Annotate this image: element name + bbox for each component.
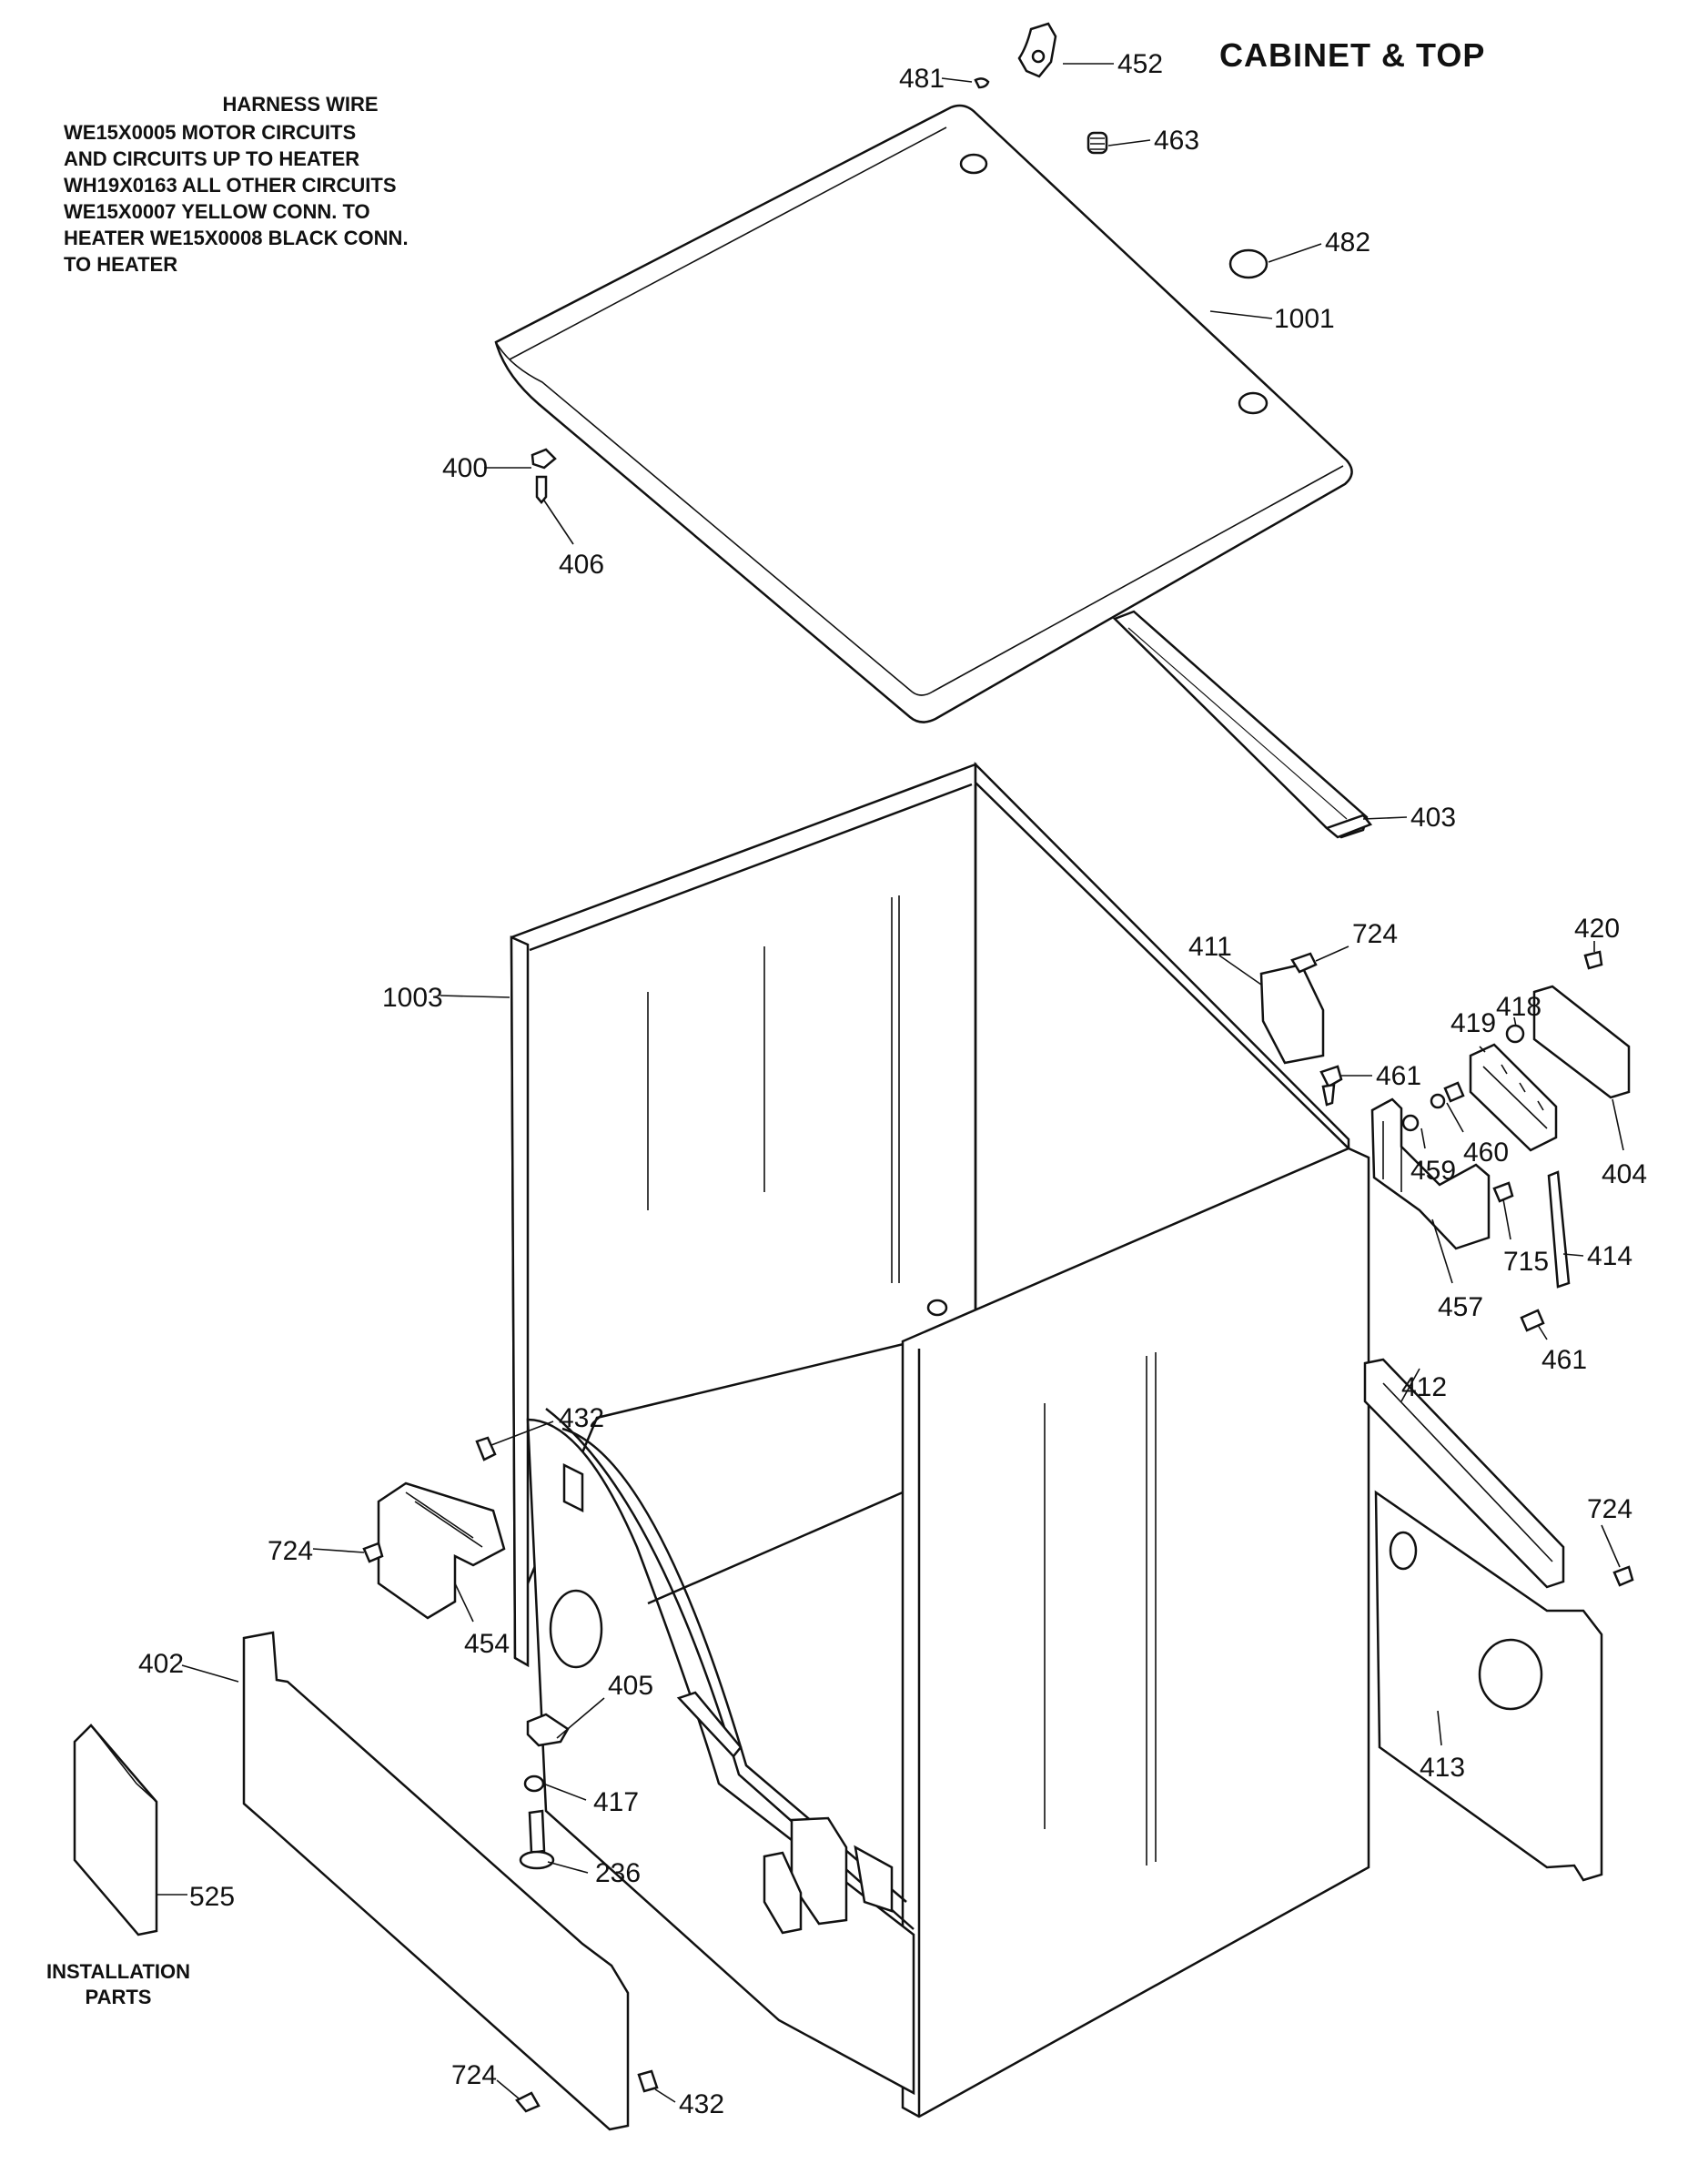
cabinet-top-panel xyxy=(494,104,1353,723)
part-label: 482 xyxy=(1325,228,1370,258)
part-label: 724 xyxy=(1587,1494,1632,1524)
part-label: 724 xyxy=(451,2060,497,2090)
top-hardware xyxy=(974,22,1108,155)
part-label: 403 xyxy=(1410,803,1456,833)
clip-and-screw xyxy=(531,448,557,504)
lower-left-parts xyxy=(73,1436,659,2131)
part-label: 404 xyxy=(1602,1159,1647,1189)
part-label: 419 xyxy=(1450,1008,1496,1038)
part-label: 417 xyxy=(593,1787,639,1817)
installation-line: PARTS xyxy=(85,1986,152,2008)
part-label: 412 xyxy=(1401,1372,1447,1402)
part-label: 236 xyxy=(595,1858,641,1888)
part-label: 460 xyxy=(1463,1138,1509,1168)
part-label: 459 xyxy=(1410,1156,1456,1186)
part-label: 461 xyxy=(1541,1345,1587,1375)
part-label: 525 xyxy=(189,1882,235,1912)
harness-wire-note: HARNESS WIRE WE15X0005 MOTOR CIRCUITS AN… xyxy=(64,91,537,278)
part-label: 454 xyxy=(464,1629,510,1659)
harness-heading: HARNESS WIRE xyxy=(222,93,379,116)
part-label: 411 xyxy=(1188,932,1232,962)
part-number-labels: 481 452 463 482 1001 400 406 403 1003 41… xyxy=(138,49,1647,2119)
harness-strap xyxy=(1112,610,1373,839)
part-label: 406 xyxy=(559,550,604,580)
harness-line: AND CIRCUITS UP TO HEATER xyxy=(64,147,360,170)
harness-line: HEATER WE15X0008 BLACK CONN. xyxy=(64,227,409,249)
part-label: 414 xyxy=(1587,1241,1632,1271)
main-cabinet xyxy=(510,761,1370,2118)
part-label: 402 xyxy=(138,1649,184,1679)
harness-line: WE15X0007 YELLOW CONN. TO xyxy=(64,200,370,223)
part-label: 452 xyxy=(1117,49,1163,79)
part-label: 432 xyxy=(679,2089,724,2119)
part-label: 400 xyxy=(442,453,488,483)
harness-line: WH19X0163 ALL OTHER CIRCUITS xyxy=(64,174,397,197)
part-label: 481 xyxy=(899,64,945,94)
harness-line: TO HEATER xyxy=(64,253,178,276)
control-bracket-parts xyxy=(1259,950,1634,1882)
diagram-title: CABINET & TOP xyxy=(1219,36,1486,74)
part-label: 420 xyxy=(1574,914,1620,944)
part-label: 413 xyxy=(1420,1753,1465,1783)
part-label: 461 xyxy=(1376,1061,1421,1091)
part-label: 405 xyxy=(608,1671,653,1701)
part-label: 463 xyxy=(1154,126,1199,156)
part-label: 724 xyxy=(1352,919,1398,949)
part-label: 1003 xyxy=(382,983,443,1013)
harness-line: WE15X0005 MOTOR CIRCUITS xyxy=(64,121,357,144)
part-label: 1001 xyxy=(1274,304,1335,334)
part-label: 715 xyxy=(1503,1247,1549,1277)
part-label: 724 xyxy=(268,1536,313,1566)
part-label: 418 xyxy=(1496,992,1541,1022)
part-label: 432 xyxy=(559,1403,604,1433)
installation-line: INSTALLATION xyxy=(45,1960,191,1983)
part-label: 457 xyxy=(1438,1292,1483,1322)
leader-lines xyxy=(157,63,1624,2103)
installation-parts-caption: INSTALLATION PARTS xyxy=(27,1959,209,2010)
